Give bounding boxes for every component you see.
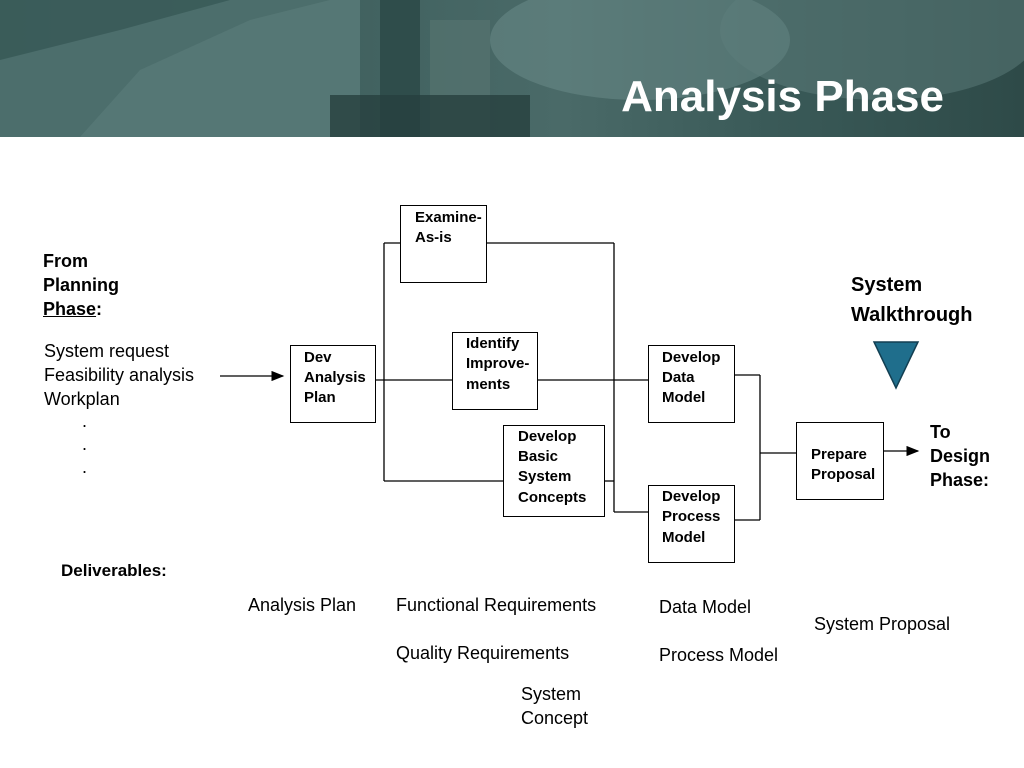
deliverable-process-model: Process Model <box>659 645 779 665</box>
city-skyline-illustration <box>0 0 1024 137</box>
deliverable-system-concept-line2: Concept <box>521 708 589 728</box>
to-design-line2: Design <box>930 446 991 466</box>
step-dev-analysis-plan <box>290 345 376 423</box>
from-planning-line3: Phase: <box>43 297 102 321</box>
system-walkthrough-line1: System <box>851 274 923 296</box>
from-planning-line1: From <box>43 251 88 271</box>
to-design-line1: To <box>930 422 951 442</box>
step-label: System <box>518 468 572 485</box>
walkthrough-triangle-icon <box>872 341 920 390</box>
step-examine-as-is <box>400 205 487 283</box>
input-item: Workplan <box>44 389 120 409</box>
deliverable-quality-requirements: Quality Requirements <box>396 643 570 663</box>
deliverable-data-model: Data Model <box>659 597 752 617</box>
step-label: Process <box>662 508 721 525</box>
step-label: Identify <box>466 335 520 352</box>
step-label: Model <box>662 529 706 546</box>
step-label: Model <box>662 389 706 406</box>
step-label: As-is <box>415 229 452 246</box>
step-label: Basic <box>518 448 559 465</box>
step-identify-improvements <box>452 332 538 410</box>
to-design-line3: Phase: <box>930 470 990 490</box>
step-develop-process-model <box>648 485 735 563</box>
deliverable-system-concept-line1: System <box>521 684 582 704</box>
ellipsis-dot: . <box>82 457 88 477</box>
step-prepare-proposal <box>796 422 884 500</box>
step-label: Prepare <box>811 446 867 463</box>
deliverables-label: Deliverables: <box>61 561 167 580</box>
deliverable-analysis-plan: Analysis Plan <box>248 595 357 615</box>
step-label: Proposal <box>811 466 876 483</box>
header-banner: Analysis Phase <box>0 0 1024 137</box>
step-label: Plan <box>304 389 336 406</box>
step-label: Analysis <box>304 369 366 386</box>
phase-word: Phase <box>43 299 97 319</box>
input-item: Feasibility analysis <box>44 365 195 385</box>
step-label: Data <box>662 369 695 386</box>
deliverable-system-proposal: System Proposal <box>814 614 951 634</box>
ellipsis-dot: . <box>82 411 88 431</box>
ellipsis-dot: . <box>82 434 88 454</box>
page-title: Analysis Phase <box>621 72 944 121</box>
step-develop-basic-system-concepts <box>503 425 605 517</box>
step-label: Concepts <box>518 489 587 506</box>
phase-colon: : <box>96 299 103 319</box>
system-walkthrough-line2: Walkthrough <box>851 304 973 326</box>
step-label: Develop <box>662 349 721 366</box>
step-label: Dev <box>304 349 332 366</box>
step-label: Examine- <box>415 209 482 226</box>
deliverable-functional-requirements: Functional Requirements <box>396 595 597 615</box>
step-label: Develop <box>662 488 721 505</box>
step-develop-data-model <box>648 345 735 423</box>
step-label: ments <box>466 376 511 393</box>
step-label: Develop <box>518 428 577 445</box>
step-label: Improve- <box>466 355 530 372</box>
from-planning-line2: Planning <box>43 275 119 295</box>
input-item: System request <box>44 341 170 361</box>
